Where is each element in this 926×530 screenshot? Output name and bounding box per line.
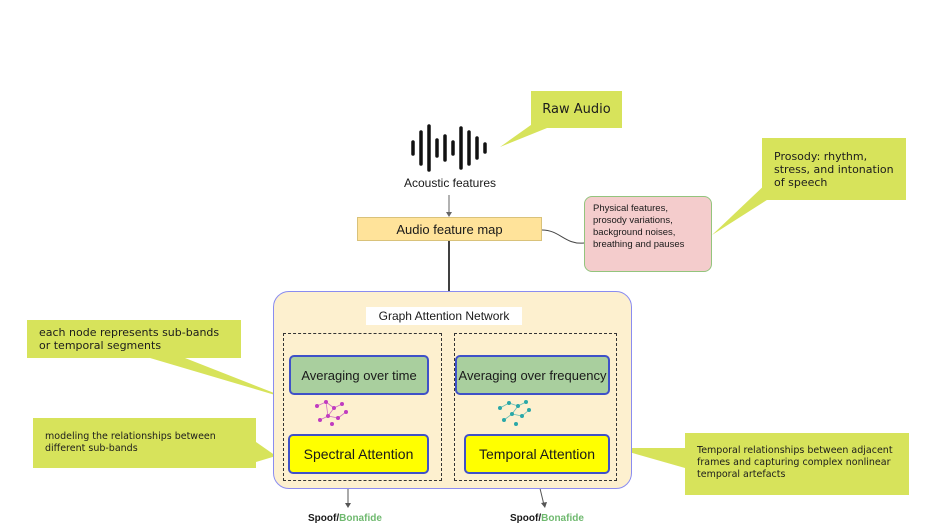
sub-bands-text: modeling the relationships between diffe… [45,431,216,454]
averaging-over-frequency-box: Averaging over frequency [455,355,610,395]
averaging-over-time-label: Averaging over time [301,367,417,383]
graph-nodes-icon [315,400,348,426]
sub-bands-pointer [256,442,276,462]
physical-features-text: Physical features, prosody variations, b… [593,203,685,250]
temporal-attention-label: Temporal Attention [479,446,595,462]
temporal-pointer [615,448,685,468]
raw-audio-callout: Raw Audio [531,91,622,128]
nodes-pointer [150,358,292,400]
sep-text: / [336,513,340,524]
bonafide-text: Bonafide [339,513,382,524]
raw-audio-text: Raw Audio [542,102,611,117]
spectral-attention-box: Spectral Attention [288,434,429,474]
spoof-text: Spoof [308,513,337,524]
physical-features-box: Physical features, prosody variations, b… [584,196,712,272]
nodes-text: each node represents sub-bands or tempor… [39,326,220,352]
spectral-attention-label: Spectral Attention [303,446,414,462]
acoustic-features-label: Acoustic features [403,176,497,190]
audio-feature-map: Audio feature map [357,217,542,241]
averaging-over-frequency-label: Averaging over frequency [458,367,607,383]
left-output-label: Spoof/Bonafide [308,513,382,524]
prosody-callout: Prosody: rhythm, stress, and intonation … [762,138,906,200]
right-branch-frame [454,333,617,481]
temporal-text: Temporal relationships between adjacent … [697,445,893,480]
temporal-callout: Temporal relationships between adjacent … [685,433,909,495]
waveform-icon [411,124,487,172]
graph-nodes-icon [498,400,531,426]
prosody-pointer [712,180,770,235]
gat-title: Graph Attention Network [366,307,522,325]
sep-text: / [538,513,542,524]
audio-feature-map-label: Audio feature map [396,221,503,237]
sub-bands-callout: modeling the relationships between diffe… [33,418,256,468]
right-output-label: Spoof/Bonafide [510,513,584,524]
nodes-callout: each node represents sub-bands or tempor… [27,320,241,358]
left-branch-frame [283,333,442,481]
temporal-attention-box: Temporal Attention [464,434,610,474]
spoof-text: Spoof [510,513,539,524]
prosody-text: Prosody: rhythm, stress, and intonation … [774,150,894,189]
averaging-over-time-box: Averaging over time [289,355,429,395]
bonafide-text: Bonafide [541,513,584,524]
